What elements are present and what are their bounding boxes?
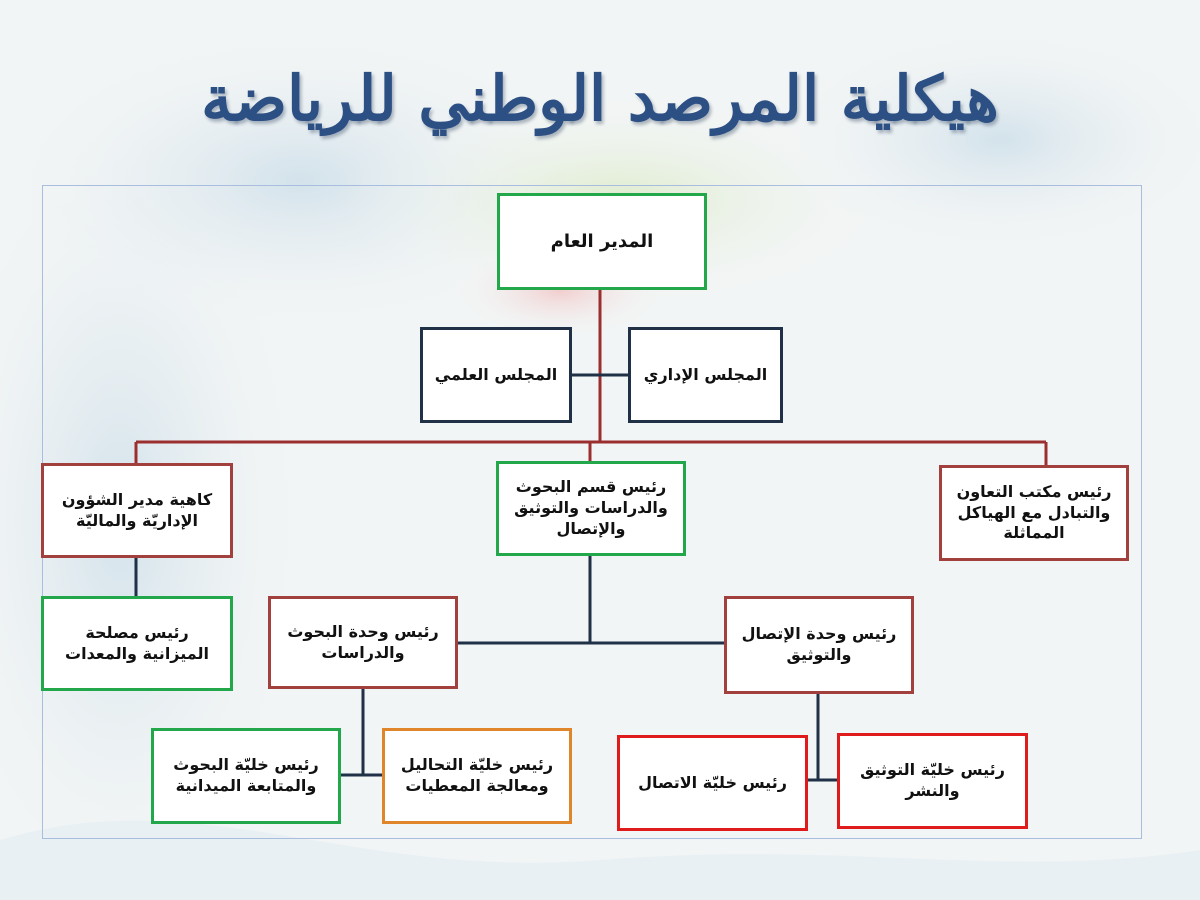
node-communication-cell: رئيس خليّة الاتصال <box>617 735 808 831</box>
page-title: هيكلية المرصد الوطني للرياضة <box>201 62 999 135</box>
node-scientific-council: المجلس العلمي <box>420 327 572 423</box>
node-director: المدير العام <box>497 193 707 290</box>
node-research-unit: رئيس وحدة البحوث والدراسات <box>268 596 458 689</box>
node-cooperation-office: رئيس مكتب التعاون والتبادل مع الهياكل ال… <box>939 465 1129 561</box>
node-communication-unit: رئيس وحدة الإتصال والتوثيق <box>724 596 914 694</box>
node-admin-finance: كاهية مدير الشؤون الإداريّة والماليّة <box>41 463 233 558</box>
node-documentation-cell: رئيس خليّة التوثيق والنشر <box>837 733 1028 829</box>
node-analysis-cell: رئيس خليّة التحاليل ومعالجة المعطيات <box>382 728 572 824</box>
node-research-dept: رئيس قسم البحوث والدراسات والتوثيق والإت… <box>496 461 686 556</box>
node-research-cell: رئيس خليّة البحوث والمتابعة الميدانية <box>151 728 341 824</box>
node-budget-service: رئيس مصلحة الميزانية والمعدات <box>41 596 233 691</box>
node-admin-council: المجلس الإداري <box>628 327 783 423</box>
